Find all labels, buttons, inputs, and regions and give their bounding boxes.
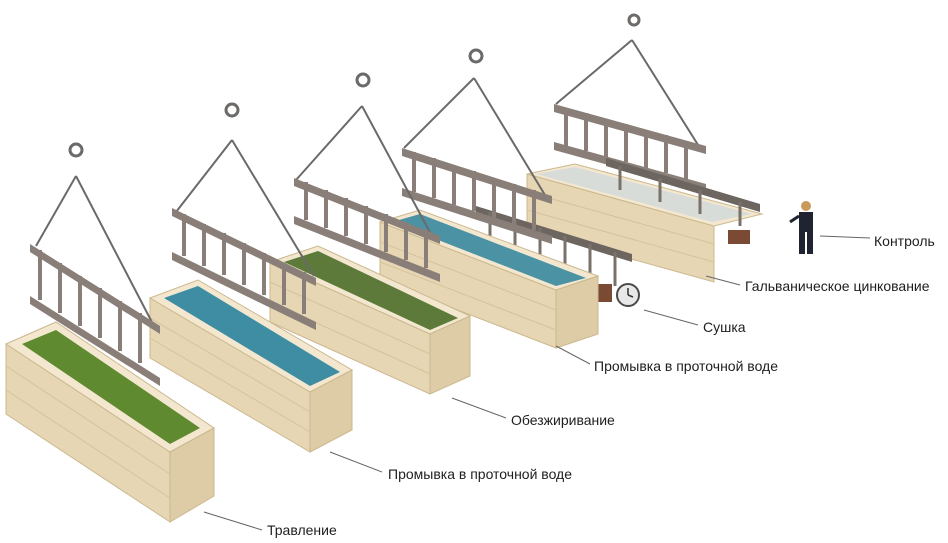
hook-icon	[627, 13, 641, 27]
hook-icon	[355, 72, 371, 88]
leader-lines	[203, 235, 871, 531]
rack-galvanizing	[554, 0, 706, 192]
liquid-pickling	[22, 330, 200, 444]
hook-icon	[468, 48, 484, 64]
stage-label-pickling: Травление	[267, 522, 337, 538]
rack-degreasing	[294, 0, 440, 282]
stage-label-degreasing: Обезжиривание	[511, 412, 615, 428]
tank-galvanizing	[526, 163, 764, 283]
liquid-degreasing	[284, 251, 458, 330]
stage-label-rinse-1: Промывка в проточной воде	[388, 466, 573, 482]
stage-label-inspection: Контроль	[874, 233, 935, 249]
stage-label-drying: Сушка	[703, 319, 746, 335]
hook-icon	[68, 142, 84, 158]
tank-rinse-1	[148, 279, 354, 453]
stage-label-rinse-2: Промывка в проточной воде	[594, 358, 779, 374]
tank-degreasing	[268, 245, 472, 395]
crane-hooks	[68, 13, 641, 158]
hook-icon	[224, 102, 240, 118]
stage-label-galvanizing: Гальваническое цинкование	[745, 278, 930, 294]
liquid-galvanizing	[536, 167, 752, 222]
inspector-figure	[789, 201, 813, 254]
rack-rinse-1	[172, 0, 316, 330]
rack-pickling	[30, 0, 160, 386]
liquid-rinse-2	[392, 214, 586, 286]
tank-pickling	[4, 321, 215, 523]
liquid-rinse-1	[164, 286, 340, 386]
rack-rinse-2	[402, 0, 552, 244]
